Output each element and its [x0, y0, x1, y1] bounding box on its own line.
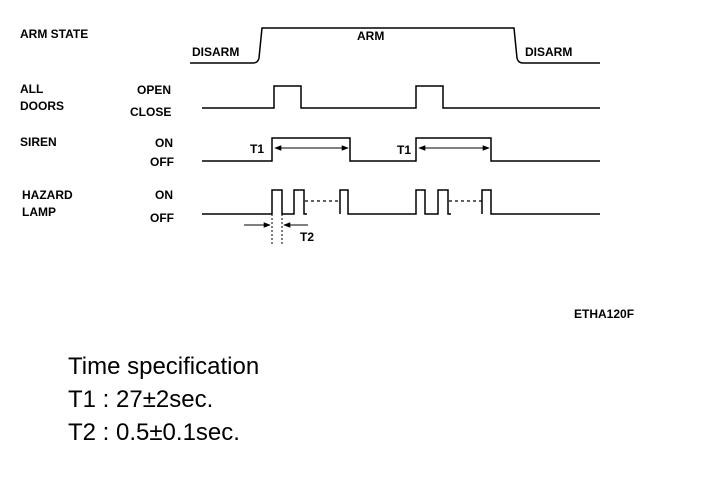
siren-waveform: [202, 137, 600, 162]
siren-on-label: ON: [155, 136, 173, 150]
time-specification-t1: T1 : 27±2sec.: [68, 386, 214, 413]
all-doors-label-line2: DOORS: [20, 99, 64, 113]
arm-state-disarm-end-label: DISARM: [525, 45, 572, 59]
time-specification-title: Time specification: [68, 353, 260, 380]
hazard-lamp-label-line2: LAMP: [22, 205, 56, 219]
all-doors-label-line1: ALL: [20, 82, 43, 96]
time-specification-t2: T2 : 0.5±0.1sec.: [68, 419, 240, 446]
hazard-lamp-off-label: OFF: [150, 211, 174, 225]
time-specification: Time specification T1 : 27±2sec. T2 : 0.…: [68, 350, 259, 449]
figure-code: ETHA120F: [574, 307, 634, 321]
arm-state-label: ARM STATE: [20, 27, 88, 41]
siren-t1-marker-second: T1: [397, 143, 411, 157]
all-doors-open-label: OPEN: [137, 83, 171, 97]
hazard-lamp-on-label: ON: [155, 188, 173, 202]
siren-t1-marker-first: T1: [250, 142, 264, 156]
arm-state-arm-label: ARM: [357, 29, 384, 43]
siren-label: SIREN: [20, 135, 57, 149]
arm-state-waveform: [190, 27, 600, 64]
arm-state-disarm-label: DISARM: [192, 45, 239, 59]
all-doors-close-label: CLOSE: [130, 105, 171, 119]
all-doors-waveform: [202, 85, 600, 109]
hazard-lamp-waveform: [202, 189, 600, 215]
siren-off-label: OFF: [150, 155, 174, 169]
hazard-t2-marker: T2: [300, 230, 314, 244]
hazard-lamp-label-line1: HAZARD: [22, 188, 73, 202]
